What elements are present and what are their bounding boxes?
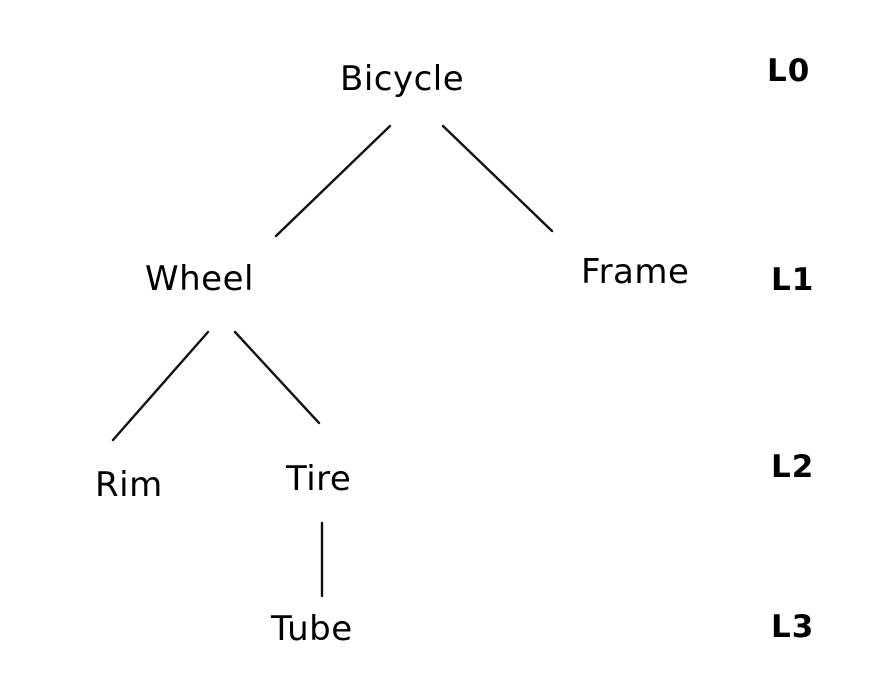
tree-node-wheel[interactable]: Wheel — [145, 259, 254, 299]
level-label-l3: L3 — [771, 609, 815, 645]
level-label-l1: L1 — [771, 262, 815, 298]
level-label-l0: L0 — [767, 53, 811, 89]
edge-wheel-to-rim — [111, 330, 210, 442]
edge-wheel-to-tire — [233, 330, 321, 425]
edge-bicycle-to-wheel — [274, 124, 392, 238]
tree-node-rim[interactable]: Rim — [95, 465, 163, 505]
tree-node-tube[interactable]: Tube — [271, 609, 353, 649]
edge-bicycle-to-frame — [441, 124, 554, 233]
level-label-l2: L2 — [771, 449, 815, 485]
tree-node-bicycle[interactable]: Bicycle — [340, 59, 465, 99]
tree-node-frame[interactable]: Frame — [581, 252, 690, 292]
tree-node-tire[interactable]: Tire — [286, 459, 352, 499]
